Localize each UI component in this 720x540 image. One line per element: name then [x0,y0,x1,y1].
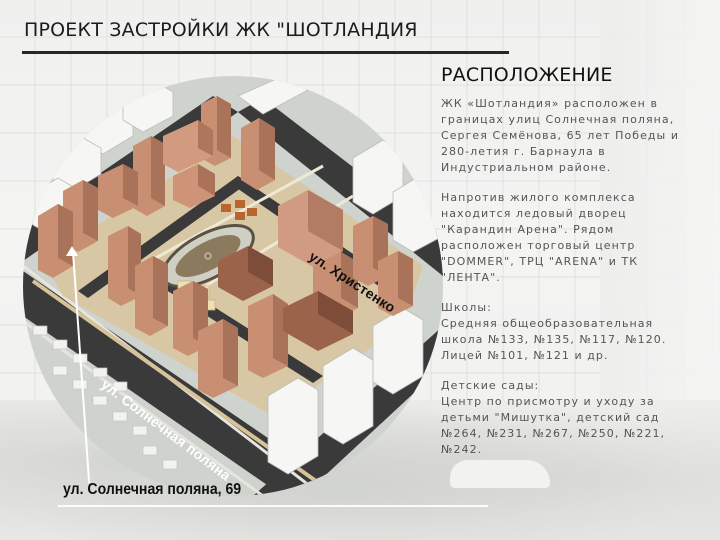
location-info-panel: РАСПОЛОЖЕНИЕ ЖК «Шотландия» расположен в… [441,64,716,472]
background-car [450,460,550,488]
nearby-landmarks: Напротив жилого комплекса находится ледо… [441,191,639,284]
site-plan-map: ул. Христенко ул. Солнечная поляна [23,76,443,496]
schools-list: Школы: Средняя общеобразовательная школа… [441,301,667,362]
page-title: ПРОЕКТ ЗАСТРОЙКИ ЖК "ШОТЛАНДИЯ [24,19,418,41]
address-underline [58,505,488,507]
isometric-map-illustration [23,76,443,496]
section-heading: РАСПОЛОЖЕНИЕ [441,64,613,86]
site-address: ул. Солнечная поляна, 69 [63,481,242,498]
kindergartens-list: Детские сады: Центр по присмотру и уходу… [441,379,666,456]
location-description: ЖК «Шотландия» расположен в границах ули… [441,97,680,174]
title-divider [22,51,509,54]
location-arrow-icon [66,246,78,256]
background-wall [600,0,720,430]
